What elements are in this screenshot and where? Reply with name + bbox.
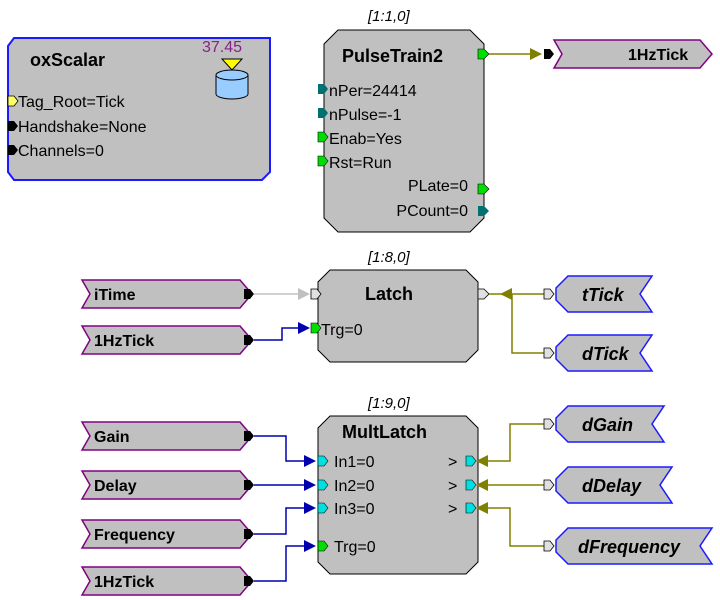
port-icon[interactable] bbox=[477, 48, 490, 60]
port-icon[interactable] bbox=[465, 455, 477, 467]
port-icon[interactable] bbox=[478, 206, 489, 216]
port-icon[interactable] bbox=[543, 479, 555, 491]
pulsetrain-block[interactable]: [1:1,0] PulseTrain2 nPer=24414 nPulse=-1… bbox=[317, 8, 490, 233]
multlatch-output-arrow: > bbox=[448, 454, 457, 471]
tag-label: Delay bbox=[94, 478, 137, 495]
oxscalar-block[interactable]: oxScalar 37.45 Tag_Root=Tick Handshake=N… bbox=[7, 37, 271, 181]
tag-1hztick-out[interactable]: 1HzTick bbox=[544, 39, 713, 69]
wire-gain bbox=[254, 435, 316, 467]
wire-dgain bbox=[476, 423, 544, 467]
tag-delay[interactable]: Delay bbox=[80, 470, 254, 500]
latch-index: [1:8,0] bbox=[367, 249, 411, 266]
multlatch-title: MultLatch bbox=[342, 422, 427, 442]
latch-trigger-label: Trg=0 bbox=[321, 322, 363, 339]
multlatch-input-label: In3=0 bbox=[334, 501, 375, 518]
pulsetrain-input-label: Rst=Run bbox=[329, 155, 392, 172]
wire-itime bbox=[254, 288, 310, 300]
port-icon[interactable] bbox=[244, 529, 254, 539]
multlatch-output-arrow: > bbox=[448, 501, 457, 518]
port-icon[interactable] bbox=[477, 183, 490, 195]
port-icon[interactable] bbox=[317, 155, 329, 167]
oxscalar-port-label: Channels=0 bbox=[18, 143, 104, 160]
tag-label: 1HzTick bbox=[94, 333, 154, 350]
tag-label: 1HzTick bbox=[628, 47, 688, 64]
port-icon[interactable] bbox=[244, 576, 254, 586]
port-icon[interactable] bbox=[543, 418, 555, 430]
wire-latch-out bbox=[489, 288, 544, 354]
port-icon[interactable] bbox=[544, 49, 554, 59]
tag-gain[interactable]: Gain bbox=[80, 421, 254, 451]
port-icon[interactable] bbox=[318, 84, 328, 94]
port-icon[interactable] bbox=[318, 108, 328, 118]
port-icon[interactable] bbox=[244, 335, 254, 345]
tag-1hztick-latch[interactable]: 1HzTick bbox=[80, 325, 254, 355]
pulsetrain-input-label: nPer=24414 bbox=[329, 83, 417, 100]
pulsetrain-output-label: PLate=0 bbox=[408, 178, 468, 195]
multlatch-index: [1:9,0] bbox=[367, 395, 411, 412]
latch-title: Latch bbox=[365, 284, 413, 304]
oxscalar-title: oxScalar bbox=[30, 50, 105, 70]
pulsetrain-output-label: PCount=0 bbox=[396, 203, 468, 220]
tag-dtick[interactable]: dTick bbox=[543, 334, 654, 372]
port-icon[interactable] bbox=[244, 480, 254, 490]
port-icon[interactable] bbox=[310, 288, 322, 300]
port-icon[interactable] bbox=[465, 502, 477, 514]
port-icon[interactable] bbox=[317, 455, 329, 467]
tag-dgain[interactable]: dGain bbox=[543, 405, 666, 443]
tag-ddelay[interactable]: dDelay bbox=[543, 466, 674, 504]
port-icon[interactable] bbox=[310, 322, 322, 334]
tag-ttick[interactable]: tTick bbox=[543, 275, 654, 313]
tag-dfrequency[interactable]: dFrequency bbox=[543, 527, 714, 565]
port-icon[interactable] bbox=[543, 288, 555, 300]
multlatch-block[interactable]: [1:9,0] MultLatch In1=0 In2=0 In3=0 Trg=… bbox=[317, 395, 479, 575]
wire-dfrequency bbox=[476, 502, 544, 547]
tag-1hztick-multlatch[interactable]: 1HzTick bbox=[80, 566, 254, 596]
cylinder-icon bbox=[215, 58, 249, 100]
port-icon[interactable] bbox=[317, 479, 329, 491]
tag-itime[interactable]: iTime bbox=[80, 279, 254, 309]
tag-label: 1HzTick bbox=[94, 574, 154, 591]
oxscalar-value: 37.45 bbox=[202, 39, 242, 56]
port-icon[interactable] bbox=[317, 502, 329, 514]
port-icon[interactable] bbox=[7, 95, 19, 107]
port-icon[interactable] bbox=[465, 479, 477, 491]
port-icon[interactable] bbox=[244, 289, 254, 299]
multlatch-input-label: In2=0 bbox=[334, 478, 375, 495]
port-icon[interactable] bbox=[477, 288, 490, 300]
wire-1hztick-latch bbox=[254, 322, 310, 341]
pulsetrain-index: [1:1,0] bbox=[367, 8, 411, 25]
pulsetrain-input-label: Enab=Yes bbox=[329, 131, 402, 148]
tag-label: iTime bbox=[94, 287, 136, 304]
wire-delay bbox=[254, 479, 316, 491]
tag-frequency[interactable]: Frequency bbox=[80, 519, 254, 549]
port-icon[interactable] bbox=[8, 145, 18, 155]
wire-ddelay bbox=[476, 479, 544, 491]
tag-label: dTick bbox=[582, 344, 630, 364]
multlatch-input-label: In1=0 bbox=[334, 454, 375, 471]
wire-1hztick-multlatch bbox=[254, 540, 316, 582]
oxscalar-port-label: Handshake=None bbox=[18, 119, 147, 136]
tag-label: dGain bbox=[582, 415, 633, 435]
port-icon[interactable] bbox=[317, 131, 329, 143]
tag-label: dFrequency bbox=[578, 537, 681, 557]
multlatch-output-arrow: > bbox=[448, 478, 457, 495]
multlatch-input-label: Trg=0 bbox=[334, 539, 376, 556]
tag-label: tTick bbox=[582, 285, 625, 305]
port-icon[interactable] bbox=[244, 431, 254, 441]
port-icon[interactable] bbox=[543, 540, 555, 552]
wire-frequency bbox=[254, 502, 316, 535]
port-icon[interactable] bbox=[317, 540, 329, 552]
oxscalar-port-label: Tag_Root=Tick bbox=[18, 94, 126, 111]
tag-label: Gain bbox=[94, 429, 130, 446]
tag-label: dDelay bbox=[582, 476, 642, 496]
latch-block[interactable]: [1:8,0] Latch Trg=0 bbox=[310, 249, 490, 363]
port-icon[interactable] bbox=[543, 347, 555, 359]
tag-label: Frequency bbox=[94, 527, 175, 544]
pulsetrain-title: PulseTrain2 bbox=[342, 46, 443, 66]
pulsetrain-input-label: nPulse=-1 bbox=[329, 107, 402, 124]
port-icon[interactable] bbox=[8, 121, 18, 131]
wire-pulse-out bbox=[489, 48, 542, 60]
